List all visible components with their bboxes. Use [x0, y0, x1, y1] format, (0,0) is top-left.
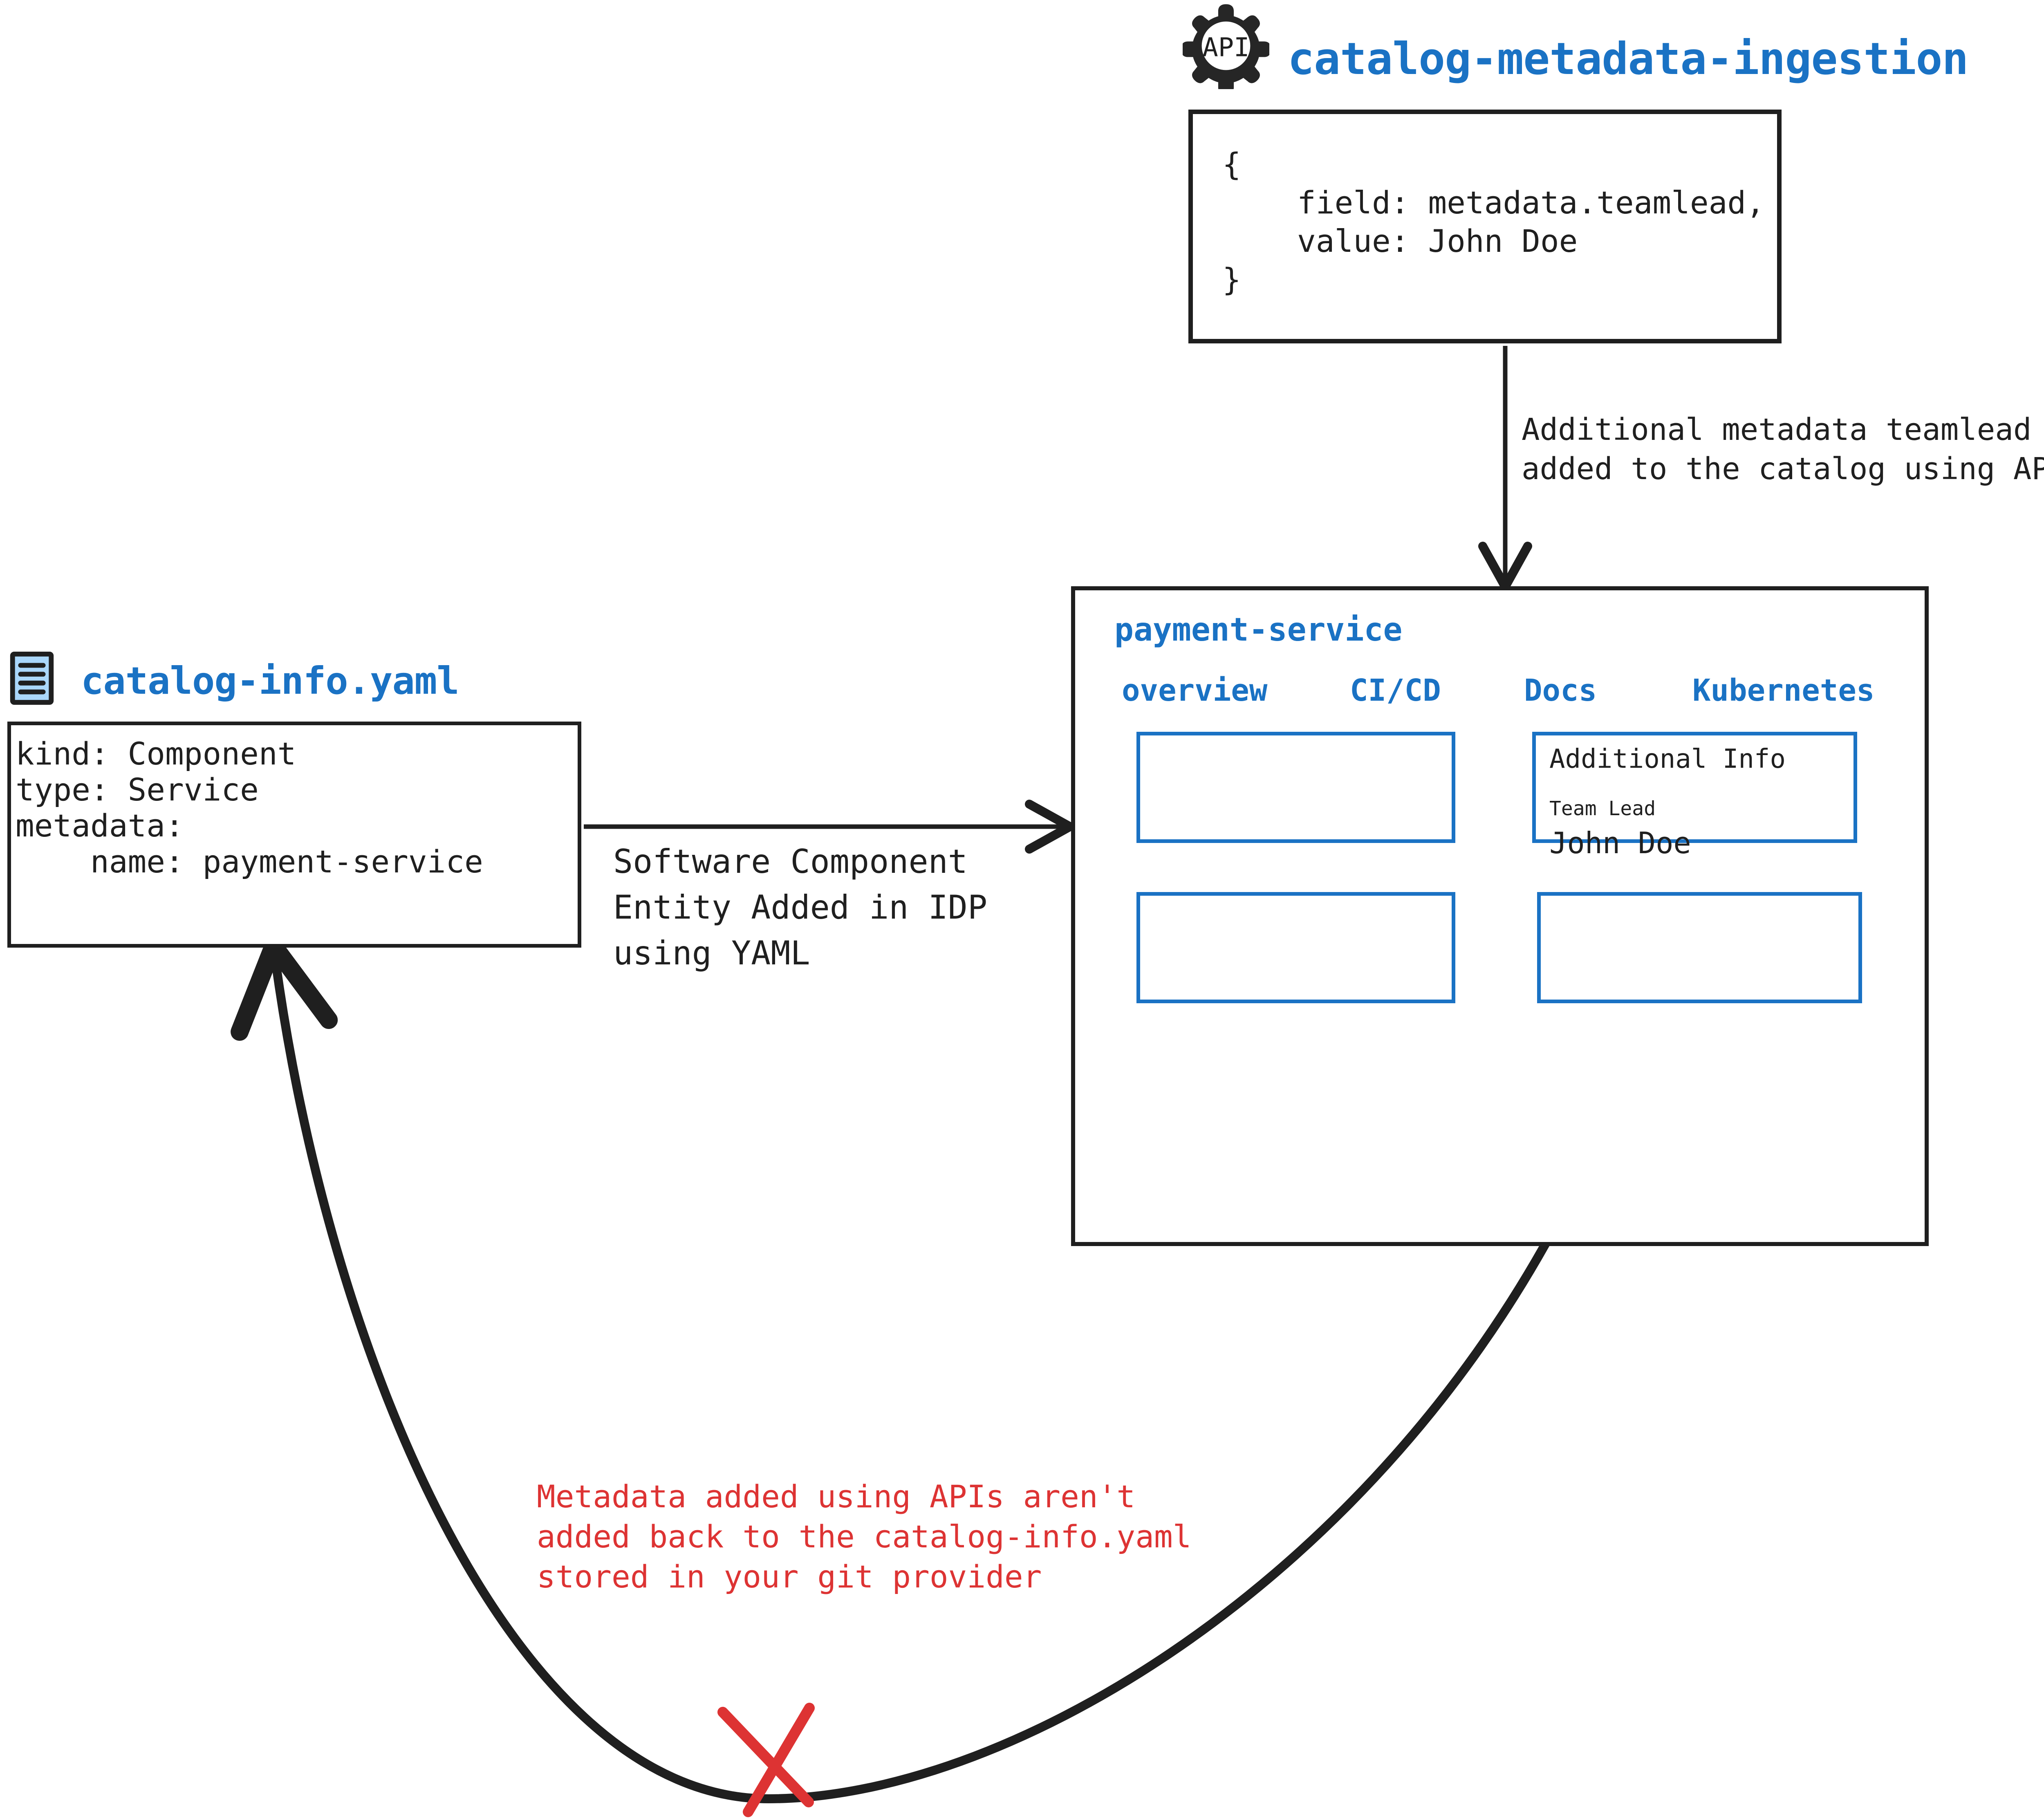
- warning-edge-label: Metadata added using APIs aren't added b…: [537, 1478, 1192, 1595]
- service-card-additional-info[interactable]: [1532, 732, 1857, 843]
- team-lead-label: Team Lead: [1549, 797, 1656, 820]
- service-card-bottom-left[interactable]: [1136, 892, 1455, 1003]
- api-gear-label: API: [1203, 32, 1250, 62]
- yaml-edge-label: Software Component Entity Added in IDP u…: [613, 843, 988, 972]
- service-panel-title: payment-service: [1114, 612, 1403, 648]
- additional-info-title: Additional Info: [1549, 744, 1786, 774]
- service-card-bottom-right[interactable]: [1537, 892, 1862, 1003]
- tab-docs[interactable]: Docs: [1524, 673, 1597, 708]
- yaml-file-icon: [10, 652, 54, 705]
- tab-overview[interactable]: overview: [1122, 673, 1268, 708]
- api-payload-box: [1188, 110, 1782, 343]
- api-edge-label: Additional metadata teamlead added to th…: [1522, 412, 2044, 486]
- yaml-content-box: [7, 722, 581, 948]
- tab-ci-cd[interactable]: CI/CD: [1350, 673, 1441, 708]
- team-lead-value: John Doe: [1549, 826, 1691, 860]
- service-card-top-left[interactable]: [1136, 732, 1455, 843]
- api-payload-code: { field: metadata.teamlead, value: John …: [1222, 146, 1765, 298]
- blocked-x-icon: [717, 1703, 815, 1817]
- tab-kubernetes[interactable]: Kubernetes: [1692, 673, 1875, 708]
- yaml-node-title: catalog-info.yaml: [81, 659, 459, 703]
- api-gear-icon: API: [1183, 4, 1269, 89]
- api-node-title: catalog-metadata-ingestion: [1288, 34, 1969, 85]
- yaml-content-code: kind: Component type: Service metadata: …: [16, 735, 483, 880]
